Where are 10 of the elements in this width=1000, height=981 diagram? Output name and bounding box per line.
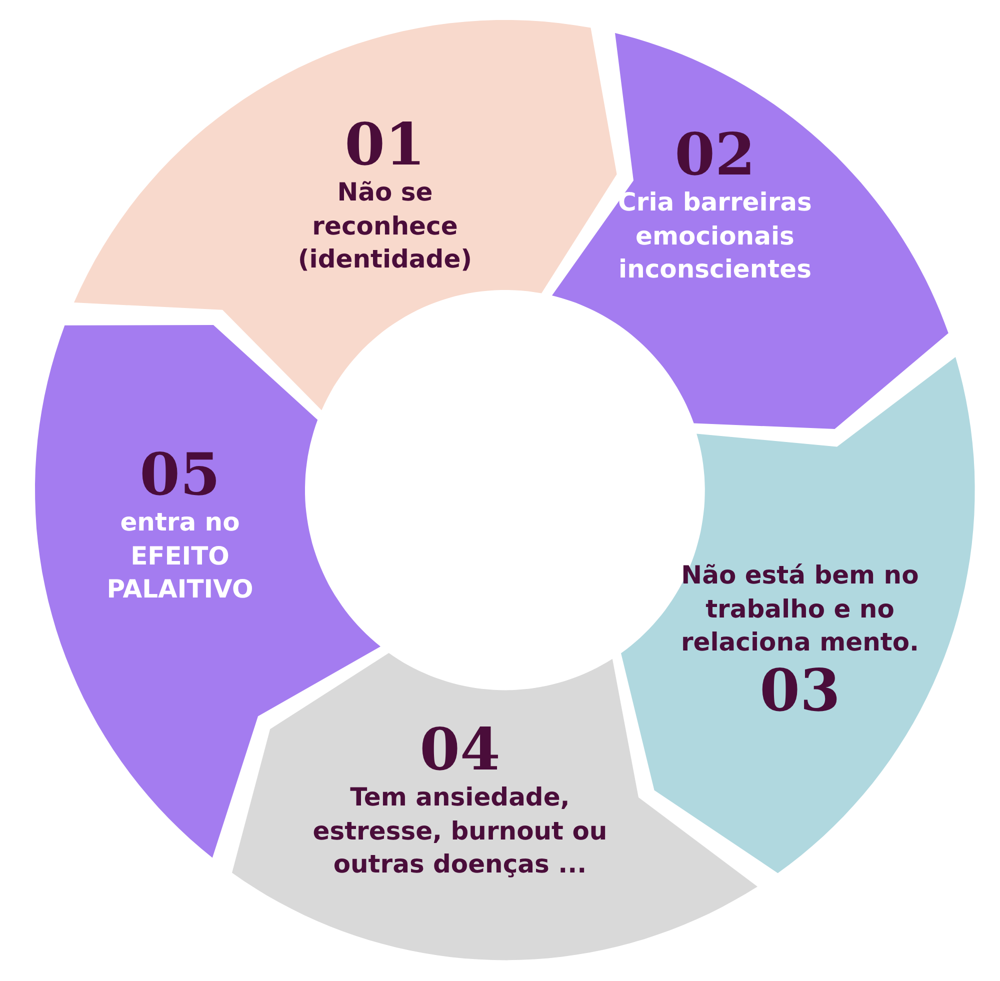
- step-number: 02: [674, 125, 756, 184]
- step-text: Não se reconhece (identidade): [296, 176, 474, 276]
- step-number: 04: [420, 720, 500, 778]
- step-text: Cria barreiras emocionais inconscientes: [617, 186, 813, 286]
- step-text: Não está bem no trabalho e no relaciona mento.: [680, 559, 920, 659]
- step-number: 01: [344, 115, 426, 174]
- step-text: entra no EFEITO PALAITIVO: [106, 506, 254, 606]
- step-number: 05: [140, 445, 220, 504]
- step-text: Tem ansiedade, estresse, burnout ou outras doenças ...: [312, 781, 608, 881]
- step-number: 03: [760, 662, 840, 720]
